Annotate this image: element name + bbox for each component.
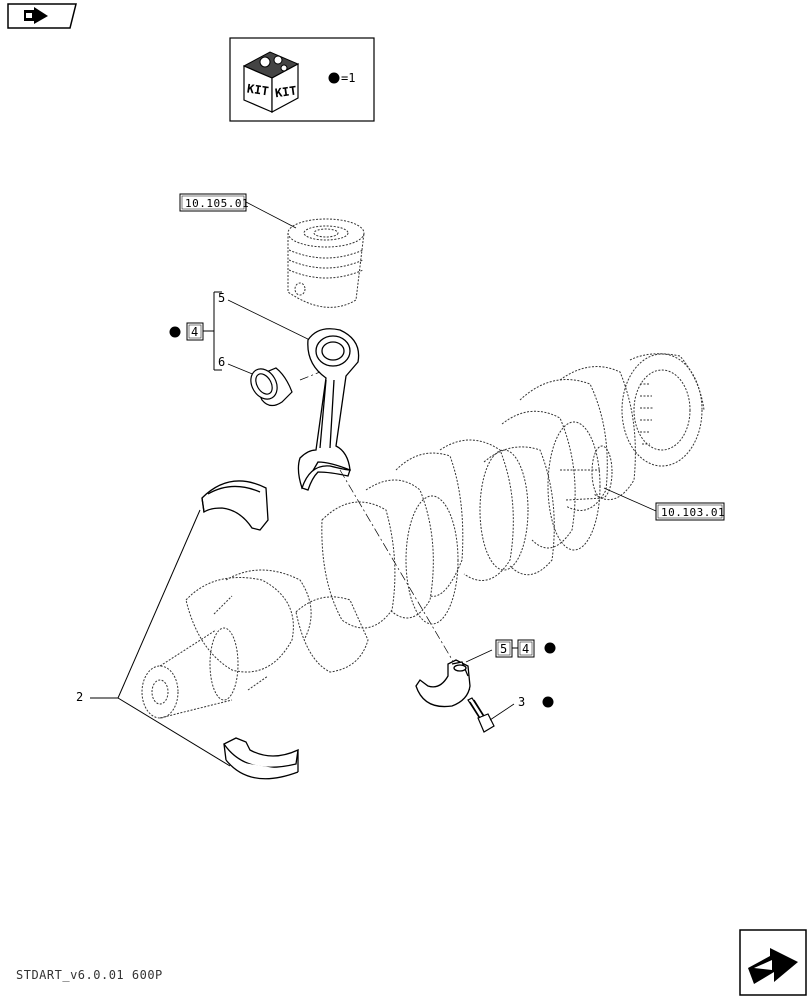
kit-dot-icon [328,72,340,84]
crankshaft-ref-text: 10.103.01 [661,506,725,519]
conrod-cap-illustration [415,659,471,708]
bolt-illustration [467,697,495,733]
callout-2-group: 2 [76,509,231,767]
kit-legend: KIT KIT =1 [229,37,375,122]
kit-dot-icon [544,642,556,654]
callout-3: 3 [518,695,525,709]
kit-dot-icon [542,696,554,708]
callout-2: 2 [76,690,83,704]
callout-6: 6 [218,355,225,369]
crankshaft-leader-line [603,487,657,512]
document-code: STDART_v6.0.01 600P [16,968,163,982]
crankshaft-illustration [141,353,705,719]
crankshaft-ref-box[interactable]: 10.103.01 [655,502,725,521]
kit-equals-text: =1 [341,71,355,85]
kit-dot-icon [169,326,181,338]
callout-3-group: 3 [489,695,554,721]
kit-box-icon: KIT KIT [242,51,300,114]
kit-label-left: KIT [246,82,269,99]
assembly-centerline [299,371,471,691]
next-page-icon[interactable] [739,929,807,996]
callout-4-lower: 4 [522,642,529,656]
bushing-illustration [250,367,293,407]
piston-leader-line [245,201,297,229]
callout-5-lower: 5 [500,642,507,656]
callout-4-upper: 4 [191,325,198,339]
callout-5-upper: 5 [218,291,225,305]
piston-ref-text: 10.105.01 [185,197,249,210]
kit-label-right: KIT [274,83,297,100]
cap-callout-group: 5 4 [465,639,556,663]
upper-bearing-shell [201,480,269,531]
previous-page-icon[interactable] [7,3,77,29]
connecting-rod-illustration [297,328,360,491]
lower-bearing-shell [223,737,299,780]
piston-illustration [287,218,365,308]
piston-ref-box[interactable]: 10.105.01 [179,193,249,212]
conrod-callout-group: 4 5 6 [169,291,319,379]
